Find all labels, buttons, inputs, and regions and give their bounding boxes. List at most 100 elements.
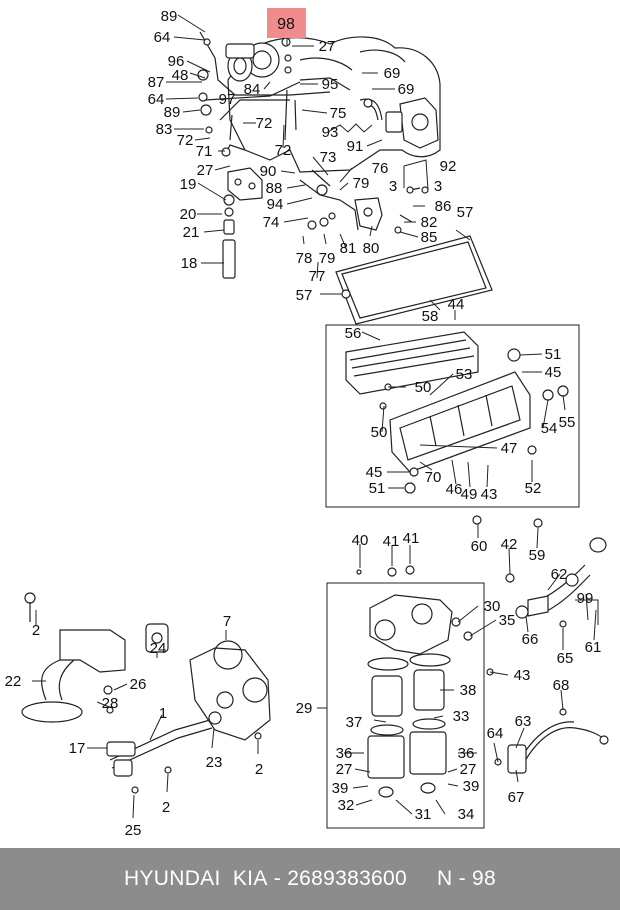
callout-26[interactable]: 26 <box>130 676 147 693</box>
callout-69[interactable]: 69 <box>398 81 415 98</box>
callout-62[interactable]: 62 <box>551 566 568 583</box>
callout-65[interactable]: 65 <box>557 650 574 667</box>
callout-42[interactable]: 42 <box>501 536 518 553</box>
callout-54[interactable]: 54 <box>541 420 558 437</box>
callout-75[interactable]: 75 <box>330 105 347 122</box>
callout-27[interactable]: 27 <box>460 761 477 778</box>
callout-31[interactable]: 31 <box>415 806 432 823</box>
callout-73[interactable]: 73 <box>320 149 337 166</box>
callout-78[interactable]: 78 <box>296 250 313 267</box>
callout-28[interactable]: 28 <box>102 695 119 712</box>
callout-2[interactable]: 2 <box>255 761 263 778</box>
callout-20[interactable]: 20 <box>180 206 197 223</box>
callout-3[interactable]: 3 <box>389 178 397 195</box>
callout-48[interactable]: 48 <box>172 67 189 84</box>
callout-63[interactable]: 63 <box>515 713 532 730</box>
callout-7[interactable]: 7 <box>223 613 231 630</box>
callout-43[interactable]: 43 <box>514 667 531 684</box>
callout-56[interactable]: 56 <box>345 325 362 342</box>
callout-41[interactable]: 41 <box>403 530 420 547</box>
callout-46[interactable]: 46 <box>446 481 463 498</box>
callout-91[interactable]: 91 <box>347 138 364 155</box>
callout-88[interactable]: 88 <box>266 180 283 197</box>
callout-53[interactable]: 53 <box>456 366 473 383</box>
callout-64[interactable]: 64 <box>154 29 171 46</box>
callout-34[interactable]: 34 <box>458 806 475 823</box>
callout-72[interactable]: 72 <box>177 132 194 149</box>
callout-89[interactable]: 89 <box>164 104 181 121</box>
callout-59[interactable]: 59 <box>529 547 546 564</box>
callout-64[interactable]: 64 <box>148 91 165 108</box>
callout-89[interactable]: 89 <box>161 8 178 25</box>
callout-50[interactable]: 50 <box>371 424 388 441</box>
callout-27[interactable]: 27 <box>336 761 353 778</box>
callout-86[interactable]: 86 <box>435 198 452 215</box>
callout-3[interactable]: 3 <box>434 178 442 195</box>
callout-81[interactable]: 81 <box>340 240 357 257</box>
callout-47[interactable]: 47 <box>501 440 518 457</box>
callout-79[interactable]: 79 <box>319 250 336 267</box>
callout-76[interactable]: 76 <box>372 160 389 177</box>
callout-70[interactable]: 70 <box>425 469 442 486</box>
callout-96[interactable]: 96 <box>168 53 185 70</box>
callout-23[interactable]: 23 <box>206 754 223 771</box>
callout-22[interactable]: 22 <box>5 673 22 690</box>
callout-55[interactable]: 55 <box>559 414 576 431</box>
callout-52[interactable]: 52 <box>525 480 542 497</box>
callout-64[interactable]: 64 <box>487 725 504 742</box>
callout-60[interactable]: 60 <box>471 538 488 555</box>
callout-57[interactable]: 57 <box>457 204 474 221</box>
callout-17[interactable]: 17 <box>69 740 86 757</box>
callout-29[interactable]: 29 <box>296 700 313 717</box>
callout-35[interactable]: 35 <box>499 612 516 629</box>
callout-27[interactable]: 27 <box>319 38 336 55</box>
callout-27[interactable]: 27 <box>197 162 214 179</box>
callout-51[interactable]: 51 <box>545 346 562 363</box>
callout-36[interactable]: 36 <box>458 745 475 762</box>
callout-85[interactable]: 85 <box>421 229 438 246</box>
callout-25[interactable]: 25 <box>125 822 142 839</box>
callout-32[interactable]: 32 <box>338 797 355 814</box>
callout-67[interactable]: 67 <box>508 789 525 806</box>
callout-68[interactable]: 68 <box>553 677 570 694</box>
callout-45[interactable]: 45 <box>545 364 562 381</box>
callout-97[interactable]: 97 <box>219 91 236 108</box>
callout-44[interactable]: 44 <box>448 296 465 313</box>
callout-80[interactable]: 80 <box>363 240 380 257</box>
callout-30[interactable]: 30 <box>484 598 501 615</box>
callout-95[interactable]: 95 <box>322 76 339 93</box>
callout-77[interactable]: 77 <box>309 268 326 285</box>
callout-24[interactable]: 24 <box>150 640 167 657</box>
callout-84[interactable]: 84 <box>244 81 261 98</box>
callout-39[interactable]: 39 <box>463 778 480 795</box>
callout-61[interactable]: 61 <box>585 639 602 656</box>
callout-69[interactable]: 69 <box>384 65 401 82</box>
callout-1[interactable]: 1 <box>159 705 167 722</box>
callout-94[interactable]: 94 <box>267 196 284 213</box>
callout-90[interactable]: 90 <box>260 163 277 180</box>
callout-79[interactable]: 79 <box>353 175 370 192</box>
callout-93[interactable]: 93 <box>322 124 339 141</box>
callout-36[interactable]: 36 <box>336 745 353 762</box>
callout-51[interactable]: 51 <box>369 480 386 497</box>
callout-92[interactable]: 92 <box>440 158 457 175</box>
callout-99[interactable]: 99 <box>577 590 594 607</box>
callout-40[interactable]: 40 <box>352 532 369 549</box>
callout-83[interactable]: 83 <box>156 121 173 138</box>
callout-74[interactable]: 74 <box>263 214 280 231</box>
callout-18[interactable]: 18 <box>181 255 198 272</box>
callout-72[interactable]: 72 <box>275 142 292 159</box>
callout-43[interactable]: 43 <box>481 486 498 503</box>
callout-2[interactable]: 2 <box>32 622 40 639</box>
callout-37[interactable]: 37 <box>346 714 363 731</box>
callout-72[interactable]: 72 <box>256 115 273 132</box>
callout-19[interactable]: 19 <box>180 176 197 193</box>
callout-21[interactable]: 21 <box>183 224 200 241</box>
callout-45[interactable]: 45 <box>366 464 383 481</box>
callout-49[interactable]: 49 <box>461 486 478 503</box>
callout-58[interactable]: 58 <box>422 308 439 325</box>
callout-82[interactable]: 82 <box>421 214 438 231</box>
callout-38[interactable]: 38 <box>460 682 477 699</box>
highlighted-callout[interactable]: 98 <box>277 16 295 33</box>
callout-2[interactable]: 2 <box>162 799 170 816</box>
